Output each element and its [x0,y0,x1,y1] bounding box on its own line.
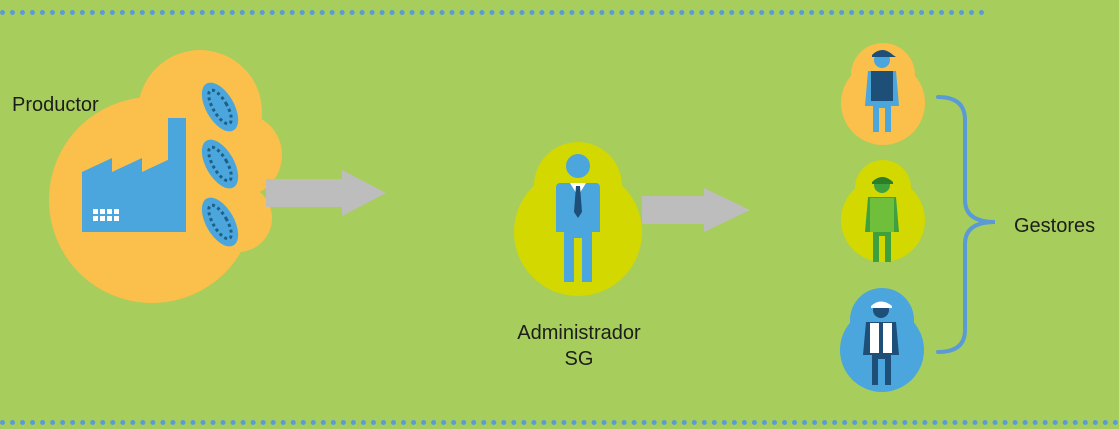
administrator-label: Administrador SG [504,320,654,372]
producer-label: Productor [12,94,99,116]
factory-icon [82,118,186,232]
manager-1 [841,43,925,145]
top-dotted-border [0,10,985,15]
manager-3 [840,288,924,392]
arrow-producer-to-admin [266,170,386,216]
bottom-dotted-border [0,420,1119,425]
worker-helmet-icon [865,177,899,262]
manager-2 [841,160,925,262]
gestores-bracket [936,95,996,354]
tire-icon [201,82,239,247]
arrow-admin-to-managers [642,188,750,232]
managers-label: Gestores [1014,215,1096,237]
administrator-label-line1: Administrador [517,322,641,344]
businessman-icon [556,154,600,282]
administrator-label-line2: SG [564,348,594,370]
worker-cap-icon [865,50,899,132]
worker-vest-icon [863,301,899,385]
